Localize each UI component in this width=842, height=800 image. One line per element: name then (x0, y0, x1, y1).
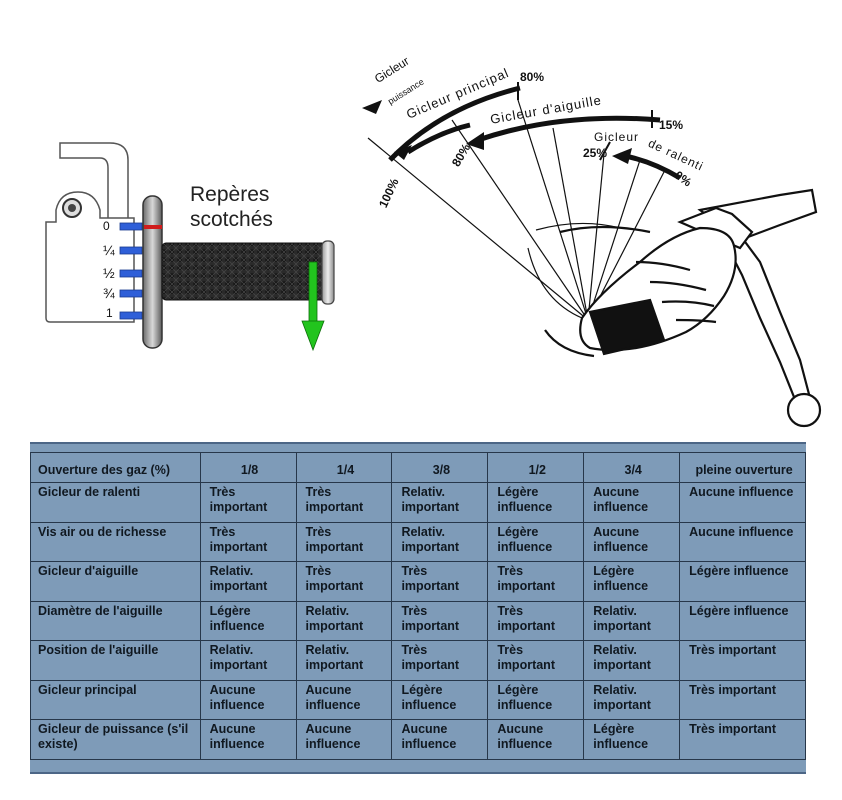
table-cell: Aucune influence (679, 482, 806, 523)
mark-half-bar (119, 269, 143, 278)
table-cell: Aucune influence (487, 719, 585, 760)
table-cell: Très important (679, 640, 806, 681)
row-label: Diamètre de l'aiguille (30, 600, 201, 641)
hand-on-throttle-sketch (544, 188, 822, 428)
table-cell: Relativ. important (583, 600, 681, 641)
table-cell: Très important (295, 561, 393, 602)
table-cell: Très important (391, 561, 489, 602)
grip-end-cap (321, 240, 335, 305)
row-label: Gicleur de puissance (s'il existe) (30, 719, 201, 760)
mark-label-half: ½ (103, 265, 115, 281)
mark-label-three-quarter: ¾ (103, 285, 115, 301)
table-cell: Légère influence (391, 679, 489, 720)
table-cell: Légère influence (583, 561, 681, 602)
table-cell: Relativ. important (199, 561, 297, 602)
mark-label-1: 1 (106, 306, 113, 320)
table-cell: Très important (199, 521, 297, 562)
mark-label-quarter: ¼ (103, 242, 115, 258)
table-cell: Aucune influence (199, 679, 297, 720)
mark-0-bar (119, 222, 143, 231)
label-idle-jet-1: Gicleur (594, 130, 640, 144)
mark-1-bar (119, 311, 143, 320)
mark-quarter-bar (119, 246, 143, 255)
throttle-housing (45, 191, 135, 323)
table-cell: Très important (487, 561, 585, 602)
column-header: 1/8 (199, 452, 297, 483)
mark-three-quarter-bar (119, 289, 143, 298)
table-cell: Aucune influence (391, 719, 489, 760)
table-cell: Très important (391, 600, 489, 641)
table-cell: Très important (487, 600, 585, 641)
column-header: 3/4 (583, 452, 681, 483)
table-cell: Aucune influence (583, 482, 681, 523)
table-cell: Relativ. important (295, 640, 393, 681)
red-reference-mark (144, 225, 162, 229)
table-cell: Très important (679, 719, 806, 760)
table-cell: Légère influence (487, 482, 585, 523)
table-cell: Relativ. important (295, 600, 393, 641)
range-ticks (517, 82, 653, 161)
table-cell: Aucune influence (295, 679, 393, 720)
table-cell: Très important (295, 521, 393, 562)
column-header: pleine ouverture (679, 452, 806, 483)
caption-line-2: scotchés (190, 208, 273, 231)
row-label: Gicleur de ralenti (30, 482, 201, 523)
row-label: Gicleur d'aiguille (30, 561, 201, 602)
mark-label-0: 0 (103, 219, 110, 233)
table-cell: Légère influence (583, 719, 681, 760)
table-cell: Très important (679, 679, 806, 720)
column-header: Ouverture des gaz (%) (30, 452, 201, 483)
caption-line-1: Repères (190, 183, 270, 206)
table-cell: Légère influence (199, 600, 297, 641)
table-cell: Relativ. important (199, 640, 297, 681)
table-cell: Légère influence (487, 521, 585, 562)
table-cell: Relativ. important (391, 482, 489, 523)
column-header: 3/8 (391, 452, 489, 483)
column-header: 1/4 (295, 452, 393, 483)
table-cell: Aucune influence (295, 719, 393, 760)
pct-15: 15% (659, 118, 684, 132)
table-cell: Relativ. important (391, 521, 489, 562)
table-cell: Relativ. important (583, 679, 681, 720)
table-cell: Relativ. important (583, 640, 681, 681)
rotation-arrow (301, 261, 325, 352)
table-cell: Très important (295, 482, 393, 523)
table-cell: Aucune influence (199, 719, 297, 760)
row-label: Gicleur principal (30, 679, 201, 720)
pct-25: 25% (583, 146, 608, 160)
row-label: Position de l'aiguille (30, 640, 201, 681)
table-cell: Très important (487, 640, 585, 681)
table-cell: Légère influence (679, 600, 806, 641)
column-header: 1/2 (487, 452, 585, 483)
table-cell: Aucune influence (679, 521, 806, 562)
table-cell: Très important (391, 640, 489, 681)
table-cell: Légère influence (679, 561, 806, 602)
pct-80-top: 80% (520, 70, 545, 84)
arc-arrowheads (362, 100, 632, 164)
table-cell: Très important (199, 482, 297, 523)
row-label: Vis air ou de richesse (30, 521, 201, 562)
table-cell: Légère influence (487, 679, 585, 720)
table-row: Gicleur de puissance (s'il existe)Aucune… (30, 719, 806, 760)
table-cell: Aucune influence (583, 521, 681, 562)
